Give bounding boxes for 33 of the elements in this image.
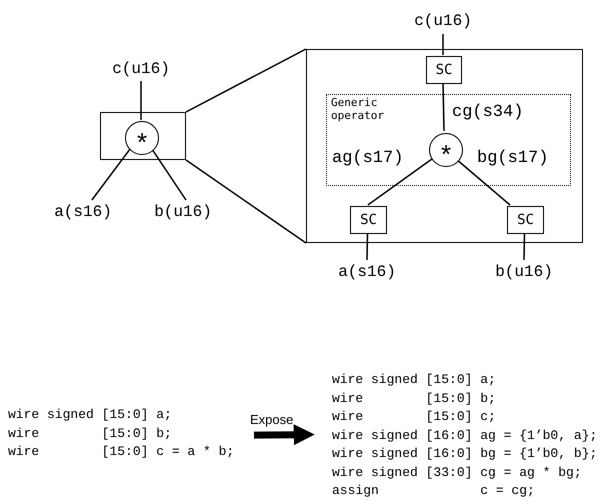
edge-label: Expose: [250, 411, 294, 429]
wire-line: [91, 148, 131, 200]
code-line: wire signed [33:0] cg = ag * bg;: [332, 464, 582, 482]
wire-line: [140, 81, 142, 120]
code-line: wire [15:0] c = a * b;: [8, 443, 234, 461]
wire-line: [186, 48, 306, 113]
wire-line: [151, 148, 187, 200]
wire-line: [366, 232, 368, 260]
signal-label: a(s16): [330, 260, 404, 284]
sc-box: SC: [507, 206, 544, 234]
code-line: wire signed [15:0] a;: [8, 406, 172, 424]
code-line: wire [15:0] b;: [8, 424, 172, 442]
signal-label: c(u16): [104, 57, 178, 81]
code-line: wire [15:0] c;: [332, 408, 496, 426]
wire-line: [523, 232, 526, 260]
signal-label: b(u16): [146, 200, 220, 224]
wire-line: [186, 159, 306, 244]
code-line: wire signed [16:0] bg = {1’b0, b};: [332, 445, 598, 463]
signal-label: a(s16): [46, 200, 120, 224]
code-line: assign c = cg;: [332, 482, 535, 500]
block-arrow: [254, 424, 315, 446]
operator-box: [100, 112, 186, 160]
code-line: wire [15:0] b;: [332, 390, 496, 408]
sc-box: SC: [350, 206, 387, 234]
wire-line: [442, 82, 445, 132]
sc-box: SC: [426, 56, 462, 84]
signal-label: c(u16): [406, 8, 480, 34]
wire-line: [442, 34, 444, 55]
wire-line: [367, 158, 433, 206]
code-line: wire signed [16:0] ag = {1’b0, a};: [332, 426, 598, 444]
signal-label: b(u16): [487, 260, 561, 284]
group-label: Generic operator: [331, 96, 385, 122]
code-line: wire signed [15:0] a;: [332, 371, 496, 389]
